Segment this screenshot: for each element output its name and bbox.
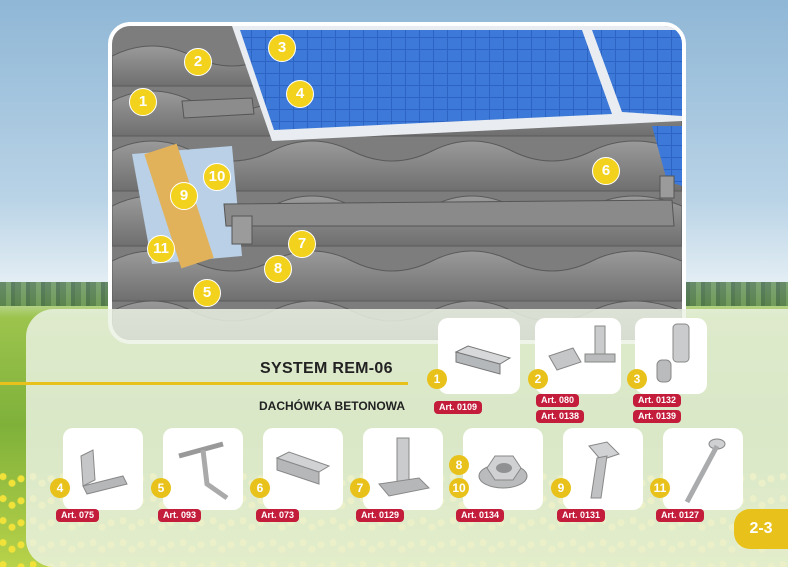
callout-9: 9 [170, 182, 198, 210]
part-badge-7: 7 [350, 478, 370, 498]
part-art-1: Art. 0109 [434, 401, 483, 414]
flange-nut-icon [478, 455, 528, 489]
part-art-8-10: Art. 0134 [456, 509, 505, 522]
wood-screw-icon [684, 438, 726, 504]
part-badge-6: 6 [250, 478, 270, 498]
part-badge-1: 1 [427, 369, 447, 389]
part-art-5: Art. 093 [158, 509, 202, 522]
system-title: SYSTEM REM-06 [260, 360, 393, 377]
callout-8: 8 [264, 255, 292, 283]
part-card-5 [163, 428, 243, 510]
part-badge-10: 10 [449, 478, 469, 498]
part-card-6 [263, 428, 343, 510]
part-badge-2: 2 [528, 369, 548, 389]
part-art-3a: Art. 0132 [633, 394, 682, 407]
part-badge-3: 3 [627, 369, 647, 389]
end-clamp-icon [80, 449, 128, 495]
part-card-1 [438, 318, 520, 394]
title-underline [0, 382, 408, 385]
page-number: 2-3 [734, 509, 788, 549]
part-art-3b: Art. 0139 [633, 410, 682, 423]
system-subtitle: DACHÓWKA BETONOWA [259, 399, 405, 413]
callout-4: 4 [286, 80, 314, 108]
part-badge-8: 8 [449, 455, 469, 475]
part-art-2a: Art. 080 [536, 394, 580, 407]
part-card-8-10 [463, 428, 543, 510]
part-card-11 [663, 428, 743, 510]
callout-6: 6 [592, 157, 620, 185]
part-badge-9: 9 [551, 478, 571, 498]
part-art-11: Art. 0127 [656, 509, 705, 522]
part-badge-4: 4 [50, 478, 70, 498]
hammer-head-bolt-icon [378, 437, 431, 497]
callout-3: 3 [268, 34, 296, 62]
part-art-2b: Art. 0138 [536, 410, 585, 423]
hex-bolt-icon [588, 441, 620, 499]
part-card-3 [635, 318, 707, 394]
part-card-2 [535, 318, 621, 394]
callout-5: 5 [193, 279, 221, 307]
part-badge-5: 5 [151, 478, 171, 498]
callout-11: 11 [147, 235, 175, 263]
roof-hook-icon [178, 441, 229, 501]
callout-2: 2 [184, 48, 212, 76]
rail-profile-icon [454, 345, 512, 375]
part-card-7 [363, 428, 443, 510]
hex-socket-screw-icon [656, 323, 690, 383]
part-art-4: Art. 075 [56, 509, 100, 522]
callout-1: 1 [129, 88, 157, 116]
part-art-9: Art. 0131 [557, 509, 606, 522]
part-art-6: Art. 073 [256, 509, 300, 522]
t-bolt-icon [548, 325, 616, 371]
part-card-4 [63, 428, 143, 510]
middle-clamp-icon [275, 451, 331, 485]
part-card-9 [563, 428, 643, 510]
callout-7: 7 [288, 230, 316, 258]
part-art-7: Art. 0129 [356, 509, 405, 522]
part-badge-11: 11 [650, 478, 670, 498]
callout-10: 10 [203, 163, 231, 191]
